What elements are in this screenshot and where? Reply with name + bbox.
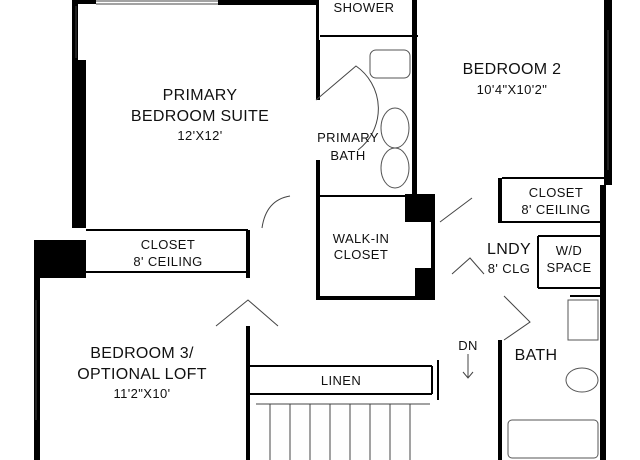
sink-icon xyxy=(380,107,410,149)
bath-label: BATH xyxy=(515,347,558,364)
windows xyxy=(35,0,609,420)
room-labels: SHOWER BEDROOM 2 10'4"X10'2" PRIMARY BED… xyxy=(77,0,591,401)
closet-left-label-line1: CLOSET xyxy=(141,237,195,252)
sink-icon xyxy=(380,147,410,189)
primary-suite-size: 12'X12' xyxy=(177,128,222,143)
toilet-icon xyxy=(369,49,411,79)
door-swings xyxy=(215,65,531,341)
bedroom3-size: 11'2"X10' xyxy=(113,386,170,401)
primary-bath-label-line1: PRIMARY xyxy=(317,130,379,145)
bedroom2-label: BEDROOM 2 xyxy=(463,61,562,78)
closet-right-label-line1: CLOSET xyxy=(529,185,583,200)
bathtub-icon xyxy=(507,419,599,459)
primary-suite-label-line1: PRIMARY xyxy=(163,87,238,104)
toilet-icon xyxy=(565,367,599,393)
wd-space-label-line2: SPACE xyxy=(546,260,591,275)
bedroom3-label-line1: BEDROOM 3/ xyxy=(90,345,194,362)
bedroom3-label-line2: OPTIONAL LOFT xyxy=(77,366,207,383)
linen-label: LINEN xyxy=(321,373,361,388)
primary-suite-label-line2: BEDROOM SUITE xyxy=(131,108,269,125)
stairs-down-label: DN xyxy=(458,338,478,353)
laundry-label: LNDY xyxy=(487,241,531,258)
wd-space-label-line1: W/D xyxy=(556,243,582,258)
primary-bath-label-line2: BATH xyxy=(330,148,365,163)
closet-right-label-line2: 8' CEILING xyxy=(521,202,590,217)
walkin-closet-label-line2: CLOSET xyxy=(334,247,388,262)
laundry-ceiling: 8' CLG xyxy=(488,261,530,276)
vanity-icon xyxy=(567,299,599,341)
shower-label: SHOWER xyxy=(334,0,395,15)
bedroom2-size: 10'4"X10'2" xyxy=(477,82,548,97)
arrowhead-icon xyxy=(462,371,474,379)
interior-walls xyxy=(86,0,604,460)
fixtures xyxy=(369,49,599,459)
closet-left-label-line2: 8' CEILING xyxy=(133,254,202,269)
walkin-closet-label-line1: WALK-IN xyxy=(333,231,390,246)
stairs xyxy=(256,354,474,460)
